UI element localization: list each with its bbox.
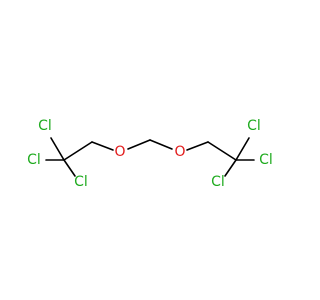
- chlorine-atom-label: Cl: [259, 152, 273, 168]
- structure-diagram: Cl Cl Cl O O Cl Cl Cl: [0, 0, 300, 300]
- chlorine-atom-label: Cl: [74, 174, 88, 190]
- bond-c1-c2: [63, 141, 93, 161]
- bond-cl-left-bottom: [63, 159, 76, 177]
- bond-layer: [45, 137, 255, 177]
- bond-c2-o-left: [91, 141, 114, 151]
- bond-cl-right-top: [235, 137, 250, 161]
- bond-o-right-c4: [186, 141, 209, 151]
- bond-cl-left-top: [50, 137, 65, 161]
- bond-c4-c5: [207, 141, 237, 161]
- diagram-background: [0, 0, 300, 300]
- oxygen-atom-label: O: [114, 144, 125, 160]
- chlorine-atom-label: Cl: [27, 152, 41, 168]
- oxygen-atom-label: O: [174, 144, 185, 160]
- bond-ch2-o-right: [149, 139, 173, 150]
- chlorine-atom-label: Cl: [38, 118, 52, 134]
- bond-cl-right-bottom: [224, 159, 237, 177]
- atom-label-layer: Cl Cl Cl O O Cl Cl Cl: [27, 118, 273, 190]
- chlorine-atom-label: Cl: [247, 118, 261, 134]
- chlorine-atom-label: Cl: [211, 174, 225, 190]
- bond-o-left-ch2: [127, 139, 151, 150]
